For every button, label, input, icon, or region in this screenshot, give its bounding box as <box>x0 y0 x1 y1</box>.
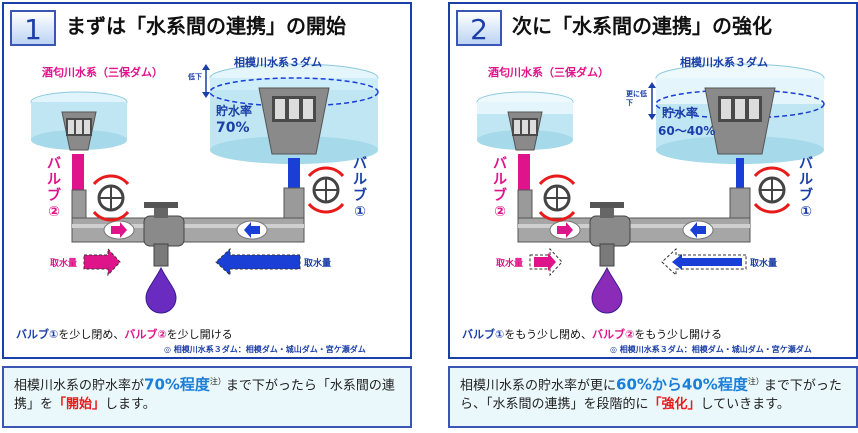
storage-label: 貯水率 <box>216 104 253 118</box>
diagram-illustration <box>30 63 379 314</box>
valve2-wheel <box>92 174 130 222</box>
small-dam-tank <box>476 91 574 150</box>
caption-valve1: バルブ① <box>462 328 505 341</box>
big-dam-label: 相模川水系３ダム <box>680 56 768 69</box>
valve2-label: バルブ② <box>493 156 507 220</box>
water-droplet <box>145 266 177 314</box>
intake-label-left: 取水量 <box>50 259 78 269</box>
pipe-arrow-left <box>244 222 260 238</box>
desc-highlight: 70%程度 <box>144 375 210 394</box>
valve1-label: バルブ① <box>799 156 813 220</box>
desc-pre: 相模川水系の貯水率が更に <box>460 378 617 394</box>
step-number: 2 <box>456 10 502 46</box>
intake-label-right: 取水量 <box>304 259 332 269</box>
small-dam-label: 酒匂川水系（三保ダム） <box>42 66 163 79</box>
dam-note: ◎ 相模川水系３ダム：相模ダム・城山ダム・宮ケ瀬ダム <box>164 345 366 354</box>
dam-note: ◎ 相模川水系３ダム：相模ダム・城山ダム・宮ケ瀬ダム <box>610 345 812 354</box>
intake-label-right: 取水量 <box>750 259 778 269</box>
caption-end: を少し開ける <box>166 328 233 341</box>
storage-value: 70% <box>216 120 250 136</box>
flow-valve2 <box>518 154 530 190</box>
drop-label: 低下 <box>188 73 202 81</box>
desc-emph: 「開始」 <box>53 397 106 413</box>
caption-valve2: バルブ② <box>592 328 635 341</box>
water-droplet <box>591 266 623 314</box>
caption-valve2: バルブ② <box>124 328 167 341</box>
pipe-arrow-right <box>557 222 573 238</box>
valve2-label: バルブ② <box>47 156 61 220</box>
desc-post: します。 <box>105 397 156 413</box>
diagram-illustration <box>476 63 825 314</box>
valve1-label: バルブ① <box>353 156 367 220</box>
faucet <box>143 202 185 267</box>
caption-mid: をもう少し閉め、 <box>504 328 592 341</box>
small-dam-gate <box>61 111 97 151</box>
desc-highlight: 60%から40%程度 <box>616 375 748 394</box>
desc-post: していきます。 <box>700 397 790 413</box>
description-box-2: 相模川水系の貯水率が更に60%から40%程度注）まで下がったら、「水系間の連携」… <box>448 366 858 428</box>
valve1-wheel <box>307 166 345 214</box>
valve1-wheel <box>753 166 791 214</box>
desc-sup: 注） <box>209 377 226 386</box>
desc-emph: 「強化」 <box>648 397 701 413</box>
faucet <box>589 202 631 267</box>
valve-caption: バルブ①を少し閉め、バルブ②を少し開ける <box>16 326 233 342</box>
storage-label: 貯水率 <box>662 106 699 120</box>
description-box-1: 相模川水系の貯水率が70%程度注）まで下がったら「水系間の連携」を「開始」します… <box>2 366 412 428</box>
big-dam-label: 相模川水系３ダム <box>234 56 322 69</box>
small-dam-label: 酒匂川水系（三保ダム） <box>488 66 609 79</box>
intake-arrow-left <box>83 247 121 277</box>
pipe-arrow-right <box>111 222 127 238</box>
pipe-arrow-left <box>690 222 706 238</box>
desc-sup: 注） <box>747 377 764 386</box>
valve-caption: バルブ①をもう少し閉め、バルブ②をもう少し開ける <box>462 326 722 342</box>
desc-mid: まで下がったら、「水系間の連携」を段階的に <box>460 378 842 413</box>
caption-end: をもう少し開ける <box>634 328 722 341</box>
panel-step-2: 2 次に「水系間の連携」の強化 <box>448 2 858 359</box>
small-dam-gate <box>507 111 543 151</box>
flow-valve1 <box>288 158 300 188</box>
desc-pre: 相模川水系の貯水率が <box>14 378 145 394</box>
intake-arrow-right <box>215 247 301 277</box>
drop-label: 更に低下 <box>626 90 647 107</box>
panel-step-1: 1 まずは「水系間の連携」の開始 <box>2 2 412 359</box>
flow-valve2 <box>72 154 84 190</box>
step-number: 1 <box>10 10 56 46</box>
big-dam-gate <box>258 87 330 155</box>
caption-mid: を少し閉め、 <box>58 328 125 341</box>
storage-value: 60～40% <box>658 124 716 138</box>
intake-label-left: 取水量 <box>496 259 524 269</box>
panel-title: 次に「水系間の連携」の強化 <box>512 14 772 38</box>
caption-valve1: バルブ① <box>16 328 59 341</box>
desc-mid: まで下がったら「水系間の連携」を <box>14 378 395 413</box>
big-dam-gate <box>704 87 776 155</box>
panel-title: まずは「水系間の連携」の開始 <box>66 14 346 38</box>
flow-valve1 <box>736 158 744 188</box>
valve2-wheel <box>538 174 576 222</box>
